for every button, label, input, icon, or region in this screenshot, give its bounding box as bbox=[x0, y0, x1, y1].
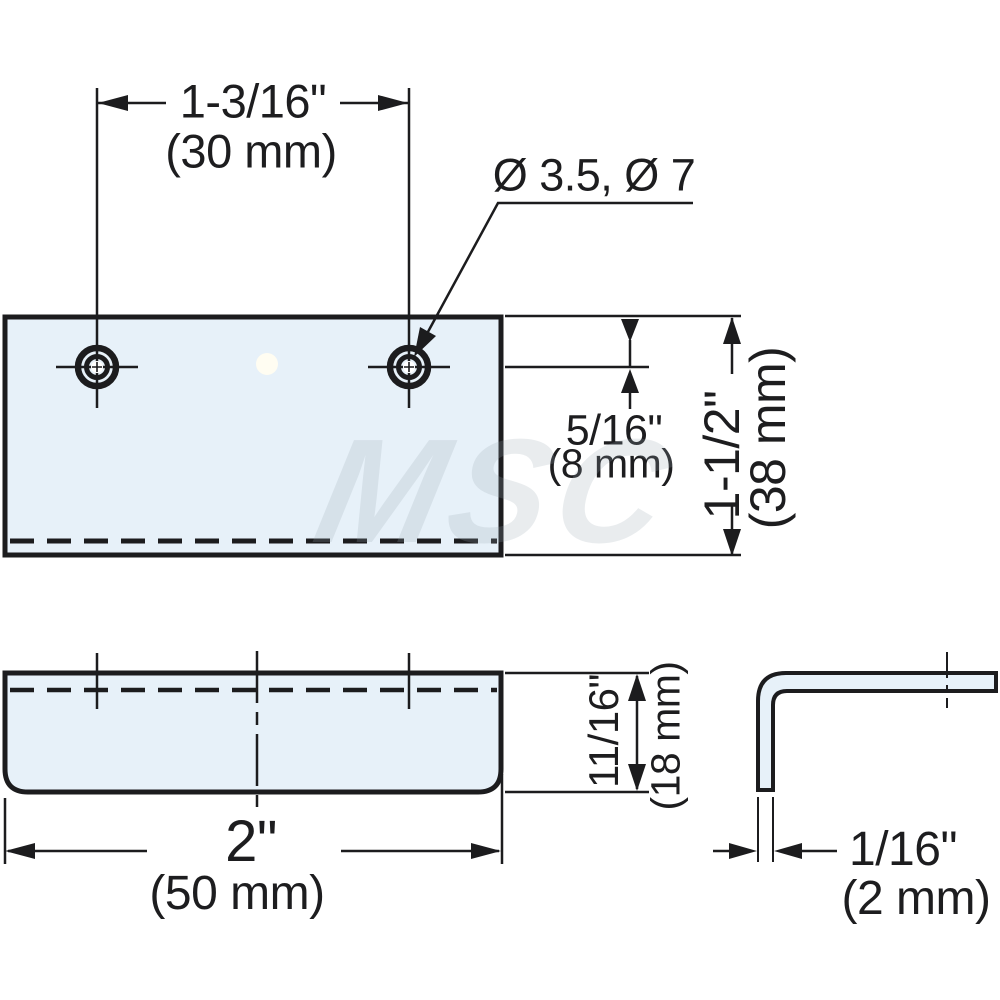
arrowhead-left bbox=[98, 95, 128, 111]
front-width-dimension bbox=[5, 843, 501, 859]
arrowhead-right bbox=[378, 95, 408, 111]
plate-depth-dimension bbox=[723, 317, 741, 556]
thickness-dimension bbox=[713, 843, 837, 859]
screw-hole-left bbox=[56, 344, 138, 390]
front-outline bbox=[2, 670, 504, 795]
hole-offset-dimension bbox=[621, 319, 639, 409]
msc-watermark: MSC bbox=[303, 409, 692, 574]
front-view bbox=[2, 651, 649, 864]
front-height-label-in: 11/16" bbox=[580, 674, 627, 788]
front-width-label-mm: (50 mm) bbox=[149, 867, 325, 920]
plate-depth-label-mm: (38 mm) bbox=[740, 346, 796, 530]
front-height-dimension bbox=[628, 674, 646, 791]
diameter-callout-leader bbox=[414, 201, 693, 357]
hole-offset-label-mm: (8 mm) bbox=[547, 440, 675, 487]
front-height-label-mm: (18 mm) bbox=[642, 661, 689, 811]
highlight-dot bbox=[256, 353, 278, 375]
hole-spacing-label-in: 1-3/16" bbox=[179, 74, 327, 128]
plate-outline bbox=[2, 314, 504, 558]
hole-spacing-label-mm: (30 mm) bbox=[165, 124, 337, 178]
front-width-label-in: 2" bbox=[225, 809, 277, 874]
thickness-label-in: 1/16" bbox=[849, 823, 957, 876]
side-profile-outline bbox=[756, 671, 998, 792]
top-view bbox=[2, 88, 741, 558]
hole-offset-label-in: 5/16" bbox=[565, 406, 663, 455]
leader-arrowhead bbox=[414, 327, 436, 357]
screw-hole-right bbox=[368, 344, 450, 390]
hole-diameter-callout: Ø 3.5, Ø 7 bbox=[492, 149, 696, 201]
hole-spacing-dimension bbox=[98, 95, 408, 111]
side-view bbox=[713, 652, 998, 862]
thickness-label-mm: (2 mm) bbox=[841, 872, 991, 925]
